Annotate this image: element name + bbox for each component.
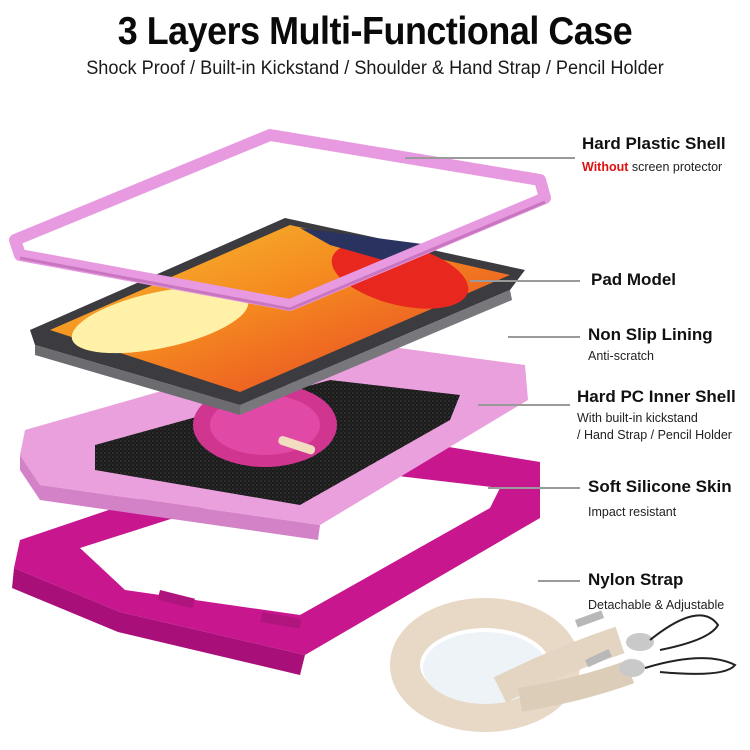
callout-line-soft-silicone-skin (488, 487, 580, 489)
callout-line-nylon-strap (538, 580, 580, 582)
callout-description: Detachable & Adjustable (588, 598, 725, 612)
callout-nylon-strap: Nylon Strap Detachable & Adjustable (588, 570, 724, 614)
callout-soft-silicone-skin: Soft Silicone Skin Impact resistant (588, 477, 732, 521)
callout-highlight: Without (582, 160, 629, 174)
callout-heading: Hard Plastic Shell (582, 134, 726, 153)
callout-line-hard-plastic-shell (405, 157, 575, 159)
hard-plastic-shell-layer (9, 129, 551, 311)
callout-hard-plastic-shell: Hard Plastic Shell Without screen protec… (582, 134, 726, 176)
callout-heading: Hard PC Inner Shell (577, 387, 736, 406)
nylon-strap (390, 598, 737, 732)
callout-non-slip-lining: Non Slip Lining Anti-scratch (588, 325, 713, 365)
page-title: 3 Layers Multi-Functional Case (117, 10, 633, 53)
callout-description: With built-in kickstand / Hand Strap / P… (577, 411, 732, 442)
callout-line-hard-pc-inner-shell (478, 404, 570, 406)
page-subtitle: Shock Proof / Built-in Kickstand / Shoul… (86, 57, 664, 79)
callout-heading: Non Slip Lining (588, 325, 713, 344)
callout-hard-pc-inner-shell: Hard PC Inner Shell With built-in kickst… (577, 387, 736, 444)
callout-heading: Nylon Strap (588, 570, 684, 589)
soft-silicone-skin-layer (12, 430, 540, 675)
callout-pad-model: Pad Model (591, 270, 676, 290)
callout-heading: Soft Silicone Skin (588, 477, 732, 496)
callout-heading: Pad Model (591, 270, 677, 289)
callout-description: Anti-scratch (588, 349, 654, 363)
callout-description: Without screen protector (582, 160, 723, 174)
callout-line-pad-model (470, 280, 580, 282)
callout-line-non-slip-lining (508, 336, 580, 338)
callout-description: Impact resistant (588, 505, 677, 519)
